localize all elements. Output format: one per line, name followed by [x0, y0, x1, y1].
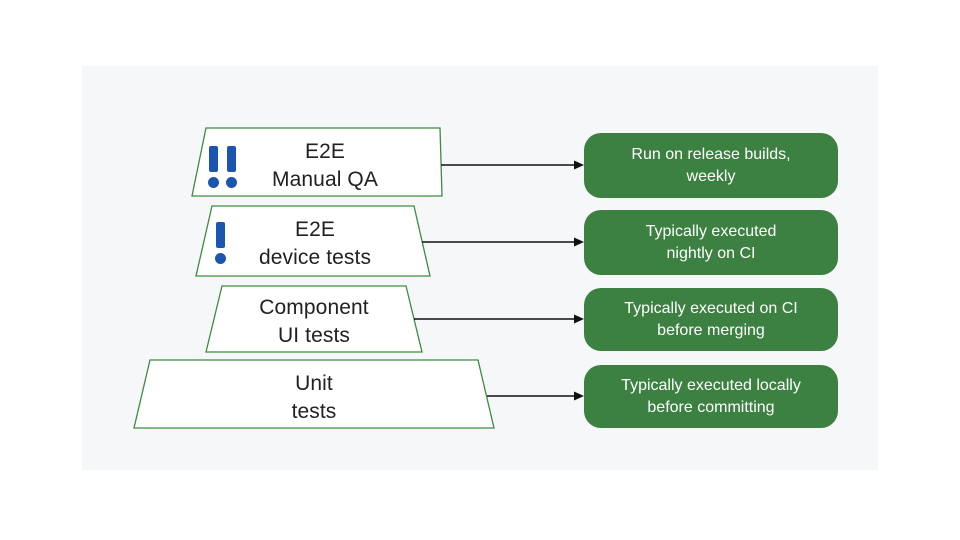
single-exclamation-icon — [215, 222, 226, 264]
trapezoid-e2e-manual-qa[interactable] — [191, 127, 443, 197]
connector-e2e-device-tests — [422, 237, 584, 247]
exclamation-dot — [226, 177, 237, 188]
exclamation-mark-glyph — [208, 146, 219, 188]
exclamation-stem — [209, 146, 218, 172]
trapezoid-unit-tests[interactable] — [133, 359, 495, 429]
trapezoid-component-ui-tests[interactable] — [205, 285, 423, 353]
exclamation-mark-glyph — [215, 222, 226, 264]
callout-unit-tests[interactable]: Typically executed locally before commit… — [584, 365, 838, 428]
exclamation-stem — [227, 146, 236, 172]
double-exclamation-icon — [208, 146, 237, 188]
trapezoid-e2e-device-tests[interactable] — [195, 205, 431, 277]
connector-e2e-manual-qa — [441, 160, 584, 170]
callout-e2e-manual-qa[interactable]: Run on release builds, weekly — [584, 133, 838, 198]
connector-component-ui-tests — [414, 314, 584, 324]
exclamation-dot — [208, 177, 219, 188]
connector-unit-tests — [487, 391, 584, 401]
exclamation-dot — [215, 253, 226, 264]
callout-component-ui-tests[interactable]: Typically executed on CI before merging — [584, 288, 838, 351]
exclamation-stem — [216, 222, 225, 248]
exclamation-mark-glyph — [226, 146, 237, 188]
callout-e2e-device-tests[interactable]: Typically executed nightly on CI — [584, 210, 838, 275]
